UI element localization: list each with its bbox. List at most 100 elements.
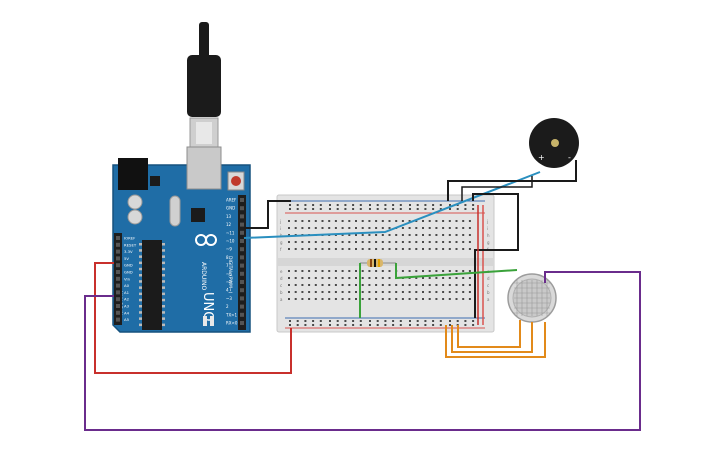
wire-orange-3[interactable] [457,320,521,348]
grid-hole[interactable] [415,270,418,272]
grid-hole[interactable] [294,270,297,272]
rail-hole[interactable] [304,208,307,210]
grid-hole[interactable] [328,248,331,250]
grid-hole[interactable] [468,298,471,300]
grid-hole[interactable] [294,284,297,286]
rail-hole[interactable] [344,204,347,206]
rail-hole[interactable] [409,320,411,322]
grid-hole[interactable] [381,291,384,293]
rail-hole[interactable] [432,324,435,326]
grid-hole[interactable] [422,248,424,250]
grid-hole[interactable] [334,227,337,229]
grid-hole[interactable] [428,284,431,286]
wire-orange-2[interactable] [451,322,533,353]
grid-hole[interactable] [448,270,451,272]
grid-hole[interactable] [448,277,451,279]
grid-hole[interactable] [381,220,384,222]
grid-hole[interactable] [308,270,311,272]
rail-hole[interactable] [304,324,307,326]
grid-hole[interactable] [408,234,411,236]
grid-hole[interactable] [368,227,371,229]
grid-hole[interactable] [301,220,304,222]
grid-hole[interactable] [308,241,311,243]
rail-hole[interactable] [344,324,347,326]
grid-hole[interactable] [435,248,438,250]
grid-hole[interactable] [321,248,324,250]
grid-hole[interactable] [408,291,411,293]
grid-hole[interactable] [334,220,337,222]
rail-hole[interactable] [336,320,339,322]
grid-hole[interactable] [428,227,431,229]
grid-hole[interactable] [415,291,418,293]
grid-hole[interactable] [462,220,465,222]
grid-hole[interactable] [361,248,364,250]
grid-hole[interactable] [355,248,357,250]
grid-hole[interactable] [294,241,297,243]
rail-hole[interactable] [304,320,307,322]
power-pin[interactable] [116,297,120,302]
rail-hole[interactable] [449,208,451,210]
reset-button-cap[interactable] [231,176,241,186]
grid-hole[interactable] [355,298,357,300]
grid-hole[interactable] [388,298,391,300]
rail-hole[interactable] [289,204,291,206]
grid-hole[interactable] [361,298,364,300]
grid-hole[interactable] [415,234,418,236]
grid-hole[interactable] [455,291,458,293]
grid-hole[interactable] [442,277,445,279]
grid-hole[interactable] [314,291,317,293]
rail-hole[interactable] [319,204,322,206]
grid-hole[interactable] [422,241,424,243]
rail-hole[interactable] [329,204,331,206]
grid-hole[interactable] [422,298,424,300]
grid-hole[interactable] [462,277,465,279]
grid-hole[interactable] [355,270,357,272]
grid-hole[interactable] [361,291,364,293]
rail-hole[interactable] [359,320,362,322]
rail-hole[interactable] [369,324,371,326]
grid-hole[interactable] [462,291,465,293]
digital-pin[interactable] [240,198,244,202]
grid-hole[interactable] [401,241,404,243]
grid-hole[interactable] [435,270,438,272]
grid-hole[interactable] [381,298,384,300]
rail-hole[interactable] [439,320,442,322]
rail-hole[interactable] [359,208,362,210]
grid-hole[interactable] [361,284,364,286]
grid-hole[interactable] [321,227,324,229]
grid-hole[interactable] [348,241,351,243]
grid-hole[interactable] [448,298,451,300]
grid-hole[interactable] [294,220,297,222]
grid-hole[interactable] [375,291,378,293]
grid-hole[interactable] [395,291,398,293]
rail-hole[interactable] [456,320,459,322]
grid-hole[interactable] [448,291,451,293]
grid-hole[interactable] [408,284,411,286]
rail-hole[interactable] [432,204,435,206]
rail-hole[interactable] [336,204,339,206]
grid-hole[interactable] [355,241,357,243]
digital-pin[interactable] [240,321,244,325]
grid-hole[interactable] [341,234,344,236]
grid-hole[interactable] [321,270,324,272]
wire-black-sensor[interactable] [472,193,519,318]
grid-hole[interactable] [401,298,404,300]
grid-hole[interactable] [462,241,465,243]
grid-hole[interactable] [368,298,371,300]
rail-hole[interactable] [319,324,322,326]
rail-hole[interactable] [369,208,371,210]
rail-hole[interactable] [449,320,451,322]
grid-hole[interactable] [448,248,451,250]
grid-hole[interactable] [294,277,297,279]
grid-hole[interactable] [435,227,438,229]
rail-hole[interactable] [439,204,442,206]
power-pin[interactable] [116,256,120,261]
grid-hole[interactable] [308,248,311,250]
grid-hole[interactable] [455,227,458,229]
rail-hole[interactable] [472,324,475,326]
grid-hole[interactable] [442,220,445,222]
grid-hole[interactable] [442,270,445,272]
grid-hole[interactable] [328,291,331,293]
rail-hole[interactable] [352,204,355,206]
grid-hole[interactable] [375,277,378,279]
